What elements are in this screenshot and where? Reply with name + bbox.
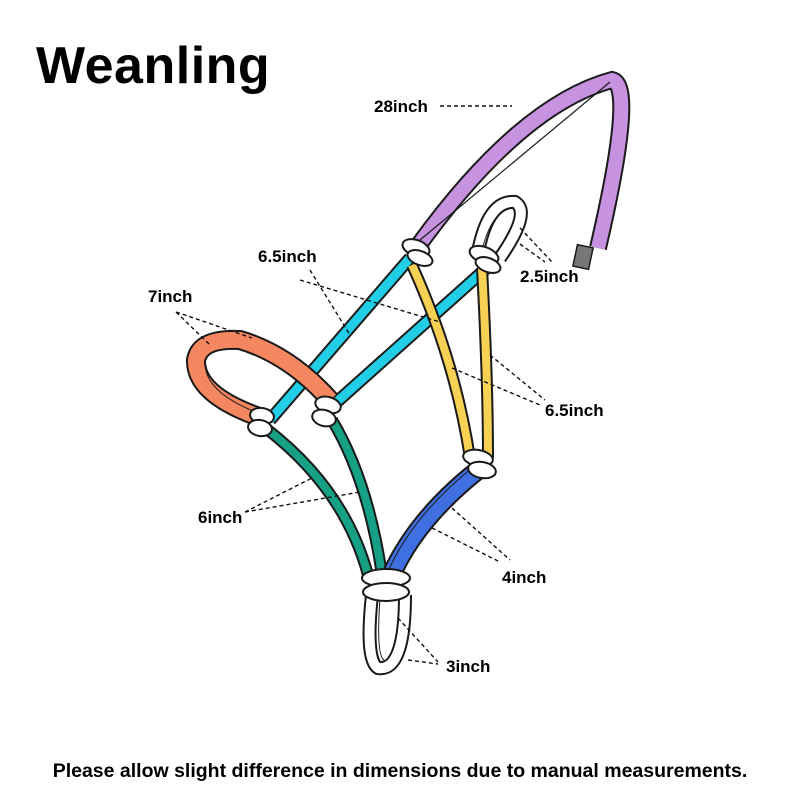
label-cheek: 6.5inch <box>258 247 317 266</box>
nose-loop <box>186 329 338 428</box>
lower-cheek-strap <box>380 462 485 583</box>
strap-end-tip <box>571 243 595 271</box>
knot-nose-left <box>247 406 275 438</box>
label-nose-loop: 7inch <box>148 287 192 306</box>
knot-chin <box>361 568 411 602</box>
knot-nose-right <box>311 395 342 428</box>
label-throat: 6.5inch <box>545 401 604 420</box>
chin-strap <box>264 416 388 577</box>
knot-crown-right <box>468 244 502 274</box>
leader-lines <box>175 105 553 665</box>
tie-loop <box>471 195 528 262</box>
throat-strap <box>406 262 494 459</box>
knots <box>247 238 502 602</box>
chin-loop <box>362 594 412 676</box>
footer-note: Please allow slight difference in dimens… <box>52 760 748 782</box>
diagram-title: Weanling <box>36 37 271 95</box>
label-chin: 6inch <box>198 508 242 527</box>
crown-strap <box>410 70 631 271</box>
knot-crown-left <box>401 238 434 267</box>
label-chin-loop: 3inch <box>446 657 490 676</box>
label-tie-loop: 2.5inch <box>520 267 579 286</box>
knot-throat <box>462 448 497 480</box>
crown-strap-body <box>412 72 629 251</box>
cheek-piece <box>265 253 495 425</box>
label-lower-cheek: 4inch <box>502 568 546 587</box>
label-crown: 28inch <box>374 97 428 116</box>
measurement-labels: 28inch 2.5inch 6.5inch 6.5inch 7inch 6in… <box>148 97 604 676</box>
